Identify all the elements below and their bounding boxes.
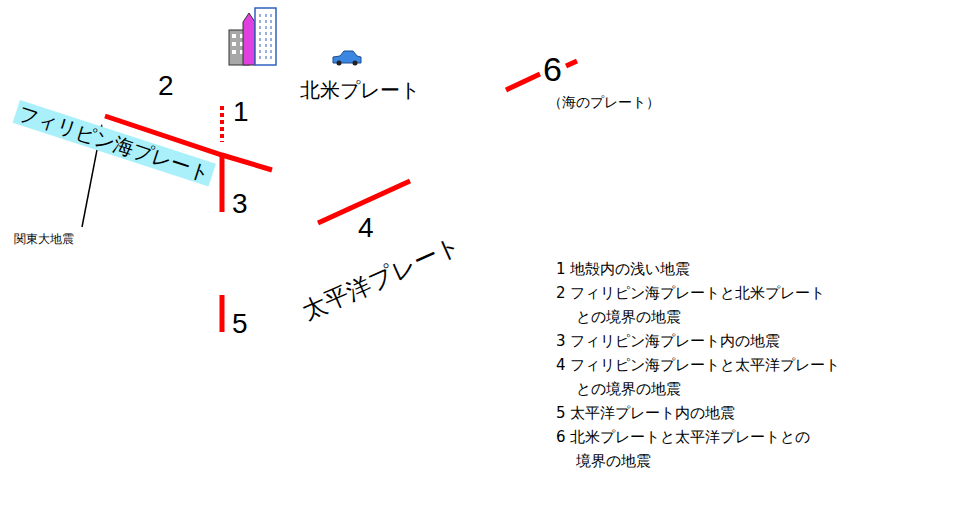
- list-item: 6 北米プレートと太平洋プレートとの 境界の地震: [556, 425, 876, 473]
- plate-name: 太平洋プレート: [298, 230, 466, 326]
- plate-name: 北米プレート: [300, 78, 420, 102]
- callout-number: 2: [158, 70, 174, 102]
- plate-outline: [15, 162, 318, 243]
- callout-number: 3: [232, 188, 248, 220]
- list-item: 1 地殻内の浅い地震: [556, 257, 876, 281]
- list-item: 5 太平洋プレート内の地震: [556, 401, 876, 425]
- callout-number: 4: [358, 212, 374, 244]
- plate-name: フィリピン海プレート: [13, 100, 216, 186]
- source-lines: [105, 61, 577, 332]
- plate-outline: [70, 90, 543, 410]
- plate-outline: [330, 147, 400, 166]
- event-label: 関東大地震: [14, 232, 74, 246]
- city-buildings: [229, 8, 276, 65]
- philippine-sea-plate: フィリピン海プレート: [15, 65, 543, 513]
- earthquake-list: 1 地殻内の浅い地震2 フィリピン海プレートと北米プレート との境界の地震3 フ…: [556, 257, 876, 473]
- plate-outline: [15, 64, 543, 66]
- plate-outline: [70, 90, 543, 513]
- callout-number: 5: [232, 308, 248, 340]
- car: [333, 51, 361, 66]
- list-item: 4 フィリピン海プレートと太平洋プレート との境界の地震: [556, 353, 876, 401]
- callout-number: 6: [543, 50, 562, 89]
- plate-note: （海のプレート）: [548, 94, 660, 111]
- list-item: 2 フィリピン海プレートと北米プレート との境界の地震: [556, 281, 876, 329]
- north-american-plate: 北米プレートフィリピン海プレート太平洋プレート: [15, 65, 543, 513]
- callout-number: 1: [233, 96, 249, 128]
- list-item: 3 フィリピン海プレート内の地震: [556, 329, 876, 353]
